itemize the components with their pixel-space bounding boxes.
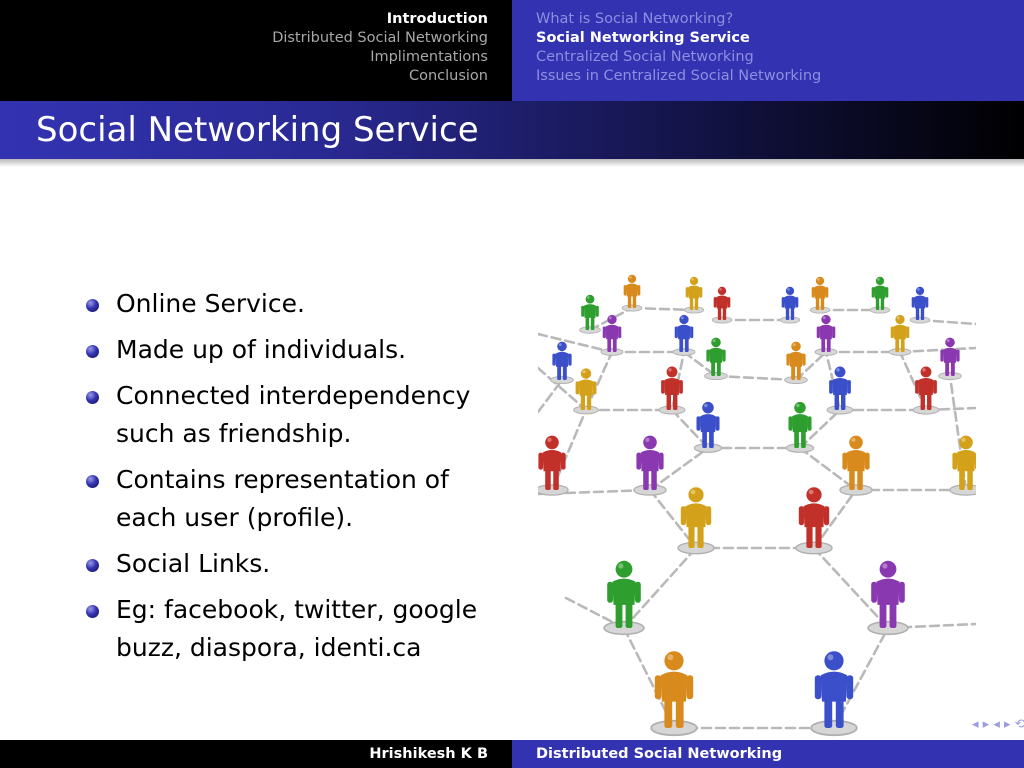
bullet-list: Online Service. Made up of individuals. …	[82, 285, 512, 675]
bullet-text: Made up of individuals.	[116, 335, 407, 364]
footer-author: Hrishikesh K B	[369, 746, 488, 762]
nav-subsection-what-is-social-networking[interactable]: What is Social Networking?	[536, 11, 734, 27]
bullet-text: Connected interdependency such as friend…	[116, 381, 471, 448]
bullet-icon	[86, 475, 99, 488]
bullet-text: Social Links.	[116, 549, 271, 578]
footer-short-title: Distributed Social Networking	[536, 746, 783, 762]
bullet-icon	[86, 345, 99, 358]
bullet-item: Eg: facebook, twitter, google buzz, dias…	[82, 591, 512, 667]
bullet-text: Contains representation of each user (pr…	[116, 465, 449, 532]
bullet-text: Online Service.	[116, 289, 305, 318]
nav-section-distributed-social-networking[interactable]: Distributed Social Networking	[272, 30, 488, 46]
nav-section-implimentations[interactable]: Implimentations	[370, 49, 488, 65]
social-network-illustration	[535, 268, 983, 738]
bullet-icon	[86, 559, 99, 572]
bullet-icon	[86, 391, 99, 404]
footer-title-bar: Distributed Social Networking	[512, 740, 1024, 768]
bullet-icon	[86, 299, 99, 312]
frame-title-bar: Social Networking Service	[0, 101, 1024, 159]
bullet-item: Made up of individuals.	[82, 331, 512, 369]
nav-subsection-social-networking-service[interactable]: Social Networking Service	[536, 30, 750, 46]
section-navigation: Introduction Distributed Social Networki…	[0, 0, 512, 101]
footer-author-bar: Hrishikesh K B	[0, 740, 512, 768]
beamer-navigation-icons[interactable]: ◂ ▸ ◂ ▸ ⟲ ⟳	[972, 717, 1024, 732]
nav-subsection-issues[interactable]: Issues in Centralized Social Networking	[536, 68, 822, 84]
frame-title: Social Networking Service	[36, 110, 479, 150]
nav-subsection-centralized-social-networking[interactable]: Centralized Social Networking	[536, 49, 754, 65]
bullet-item: Contains representation of each user (pr…	[82, 461, 512, 537]
bullet-text: Eg: facebook, twitter, google buzz, dias…	[116, 595, 478, 662]
bullet-item: Online Service.	[82, 285, 512, 323]
bullet-item: Connected interdependency such as friend…	[82, 377, 512, 453]
nav-section-introduction[interactable]: Introduction	[386, 11, 488, 27]
nav-section-conclusion[interactable]: Conclusion	[408, 68, 488, 84]
bullet-icon	[86, 605, 99, 618]
bullet-item: Social Links.	[82, 545, 512, 583]
title-shadow	[0, 159, 1024, 167]
subsection-navigation: What is Social Networking? Social Networ…	[512, 0, 1024, 101]
